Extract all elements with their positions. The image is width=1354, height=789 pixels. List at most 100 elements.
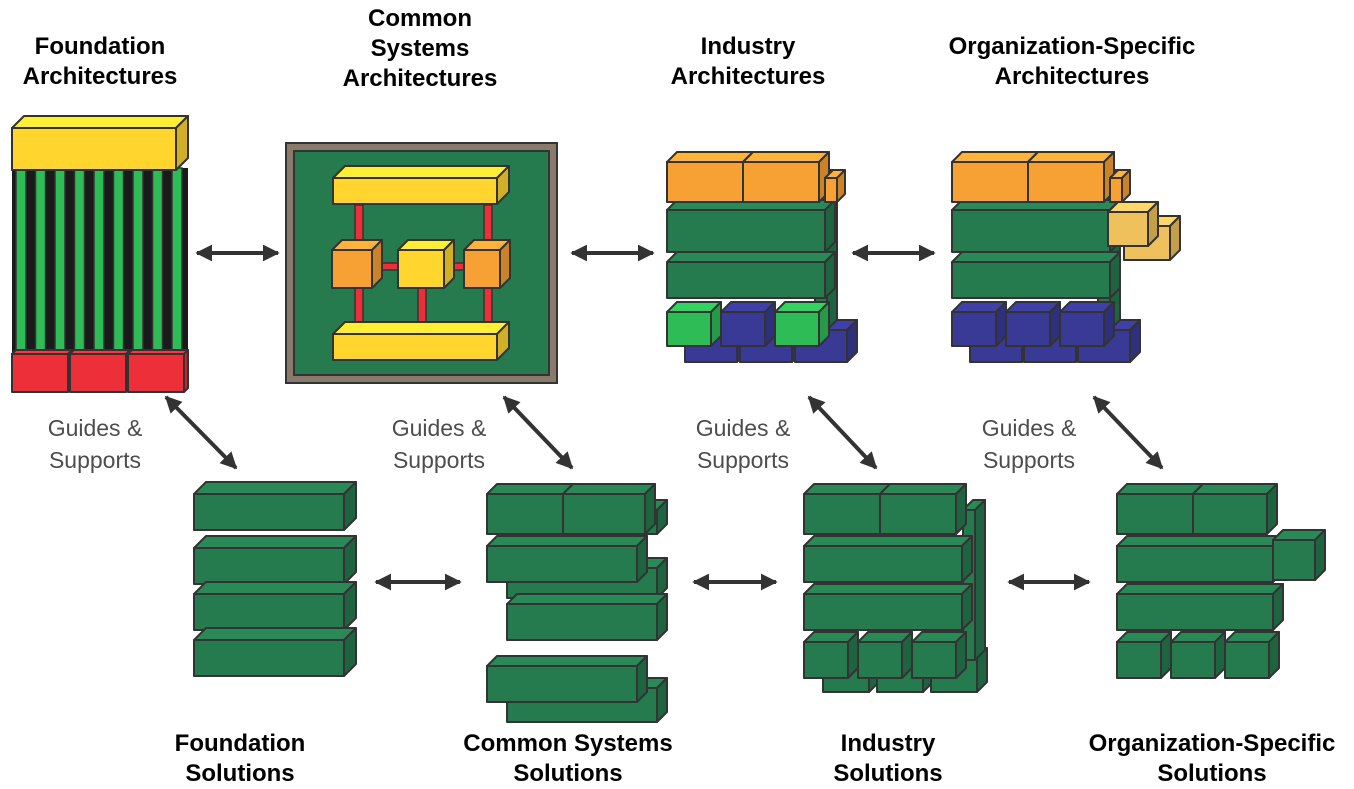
block: [951, 251, 1121, 299]
pillar: [112, 167, 125, 355]
block: [397, 239, 455, 289]
block: [193, 627, 357, 677]
block-top: [332, 165, 510, 179]
block: [1107, 201, 1159, 247]
block: [193, 535, 357, 585]
pillar: [171, 167, 183, 355]
block: [1272, 529, 1326, 581]
block-top: [803, 583, 973, 595]
connector: [483, 286, 493, 324]
block: [879, 483, 967, 535]
block: [857, 631, 913, 679]
block-front: [486, 665, 638, 703]
block-front: [951, 209, 1111, 253]
block: [332, 321, 510, 361]
pillar: [93, 167, 105, 355]
guides-supports-label-1: Guides & Supports: [47, 415, 143, 473]
common-systems-architecture-graphic: [285, 142, 558, 384]
block-top: [193, 481, 357, 495]
block: [803, 583, 973, 631]
block: [1005, 301, 1061, 347]
block-front: [486, 493, 564, 535]
block: [666, 251, 836, 299]
connector: [354, 286, 364, 324]
block: [1116, 583, 1284, 631]
block: [803, 535, 973, 583]
block-front: [666, 311, 712, 347]
block-top: [951, 151, 1039, 163]
block-front: [666, 209, 826, 253]
arrow-common-guides: [502, 395, 574, 470]
block: [666, 151, 754, 203]
common-systems-solutions-graphic: [486, 483, 668, 723]
block: [463, 239, 511, 289]
block: [1116, 535, 1284, 583]
arrows: [164, 244, 1164, 591]
block-top: [1116, 483, 1204, 495]
block: [127, 349, 189, 393]
block: [331, 239, 383, 289]
block: [951, 151, 1039, 203]
block-front: [1059, 311, 1105, 347]
block-top: [486, 483, 574, 495]
connector: [417, 286, 427, 324]
block: [506, 593, 668, 641]
block: [720, 301, 776, 347]
block: [824, 169, 846, 203]
block-front: [486, 545, 638, 583]
block: [1027, 151, 1115, 203]
pillar: [151, 167, 164, 355]
block-top: [742, 151, 830, 163]
block-front: [193, 639, 345, 677]
block-front: [562, 493, 646, 535]
title-common-systems-solutions: Common Systems Solutions: [463, 730, 673, 787]
block-front: [1116, 593, 1274, 631]
block-front: [879, 493, 957, 535]
block-front: [11, 353, 69, 393]
block-front: [1272, 539, 1316, 581]
foundation-solutions-graphic: [193, 481, 357, 677]
block-side: [974, 499, 986, 661]
arrow-organization-guides: [1092, 395, 1164, 470]
title-foundation-solutions: Foundation Solutions: [174, 730, 306, 787]
block-front: [1116, 493, 1194, 535]
block: [1116, 483, 1204, 535]
block: [486, 535, 648, 583]
pillar: [15, 167, 27, 355]
block-front: [397, 249, 445, 289]
block-top: [193, 535, 357, 549]
block-front: [331, 249, 373, 289]
block-top: [666, 151, 754, 163]
block-front: [1027, 161, 1105, 203]
block-side: [443, 239, 455, 289]
block-top: [11, 115, 189, 129]
foundation-architecture-graphic: [11, 115, 189, 393]
arrow-industry-guides: [807, 395, 878, 470]
block-front: [951, 311, 997, 347]
block-front: [857, 641, 903, 679]
block-front: [720, 311, 766, 347]
block-front: [1116, 545, 1274, 583]
block: [11, 115, 189, 171]
block-front: [11, 127, 177, 171]
block: [1170, 631, 1226, 679]
block-front: [774, 311, 820, 347]
block-front: [463, 249, 501, 289]
block: [1109, 169, 1131, 203]
block-top: [193, 581, 357, 595]
block-side: [824, 199, 836, 253]
block-front: [911, 641, 957, 679]
block: [486, 483, 574, 535]
block: [951, 199, 1121, 253]
block-top: [951, 251, 1121, 263]
block: [1116, 631, 1172, 679]
block-top: [562, 483, 656, 495]
title-common-systems-architectures: Common Systems Architectures: [342, 5, 498, 92]
block: [951, 301, 1007, 347]
block-front: [1224, 641, 1270, 679]
block-front: [332, 333, 498, 361]
block-side: [955, 483, 967, 535]
block-front: [193, 493, 345, 531]
pillar: [54, 167, 66, 355]
